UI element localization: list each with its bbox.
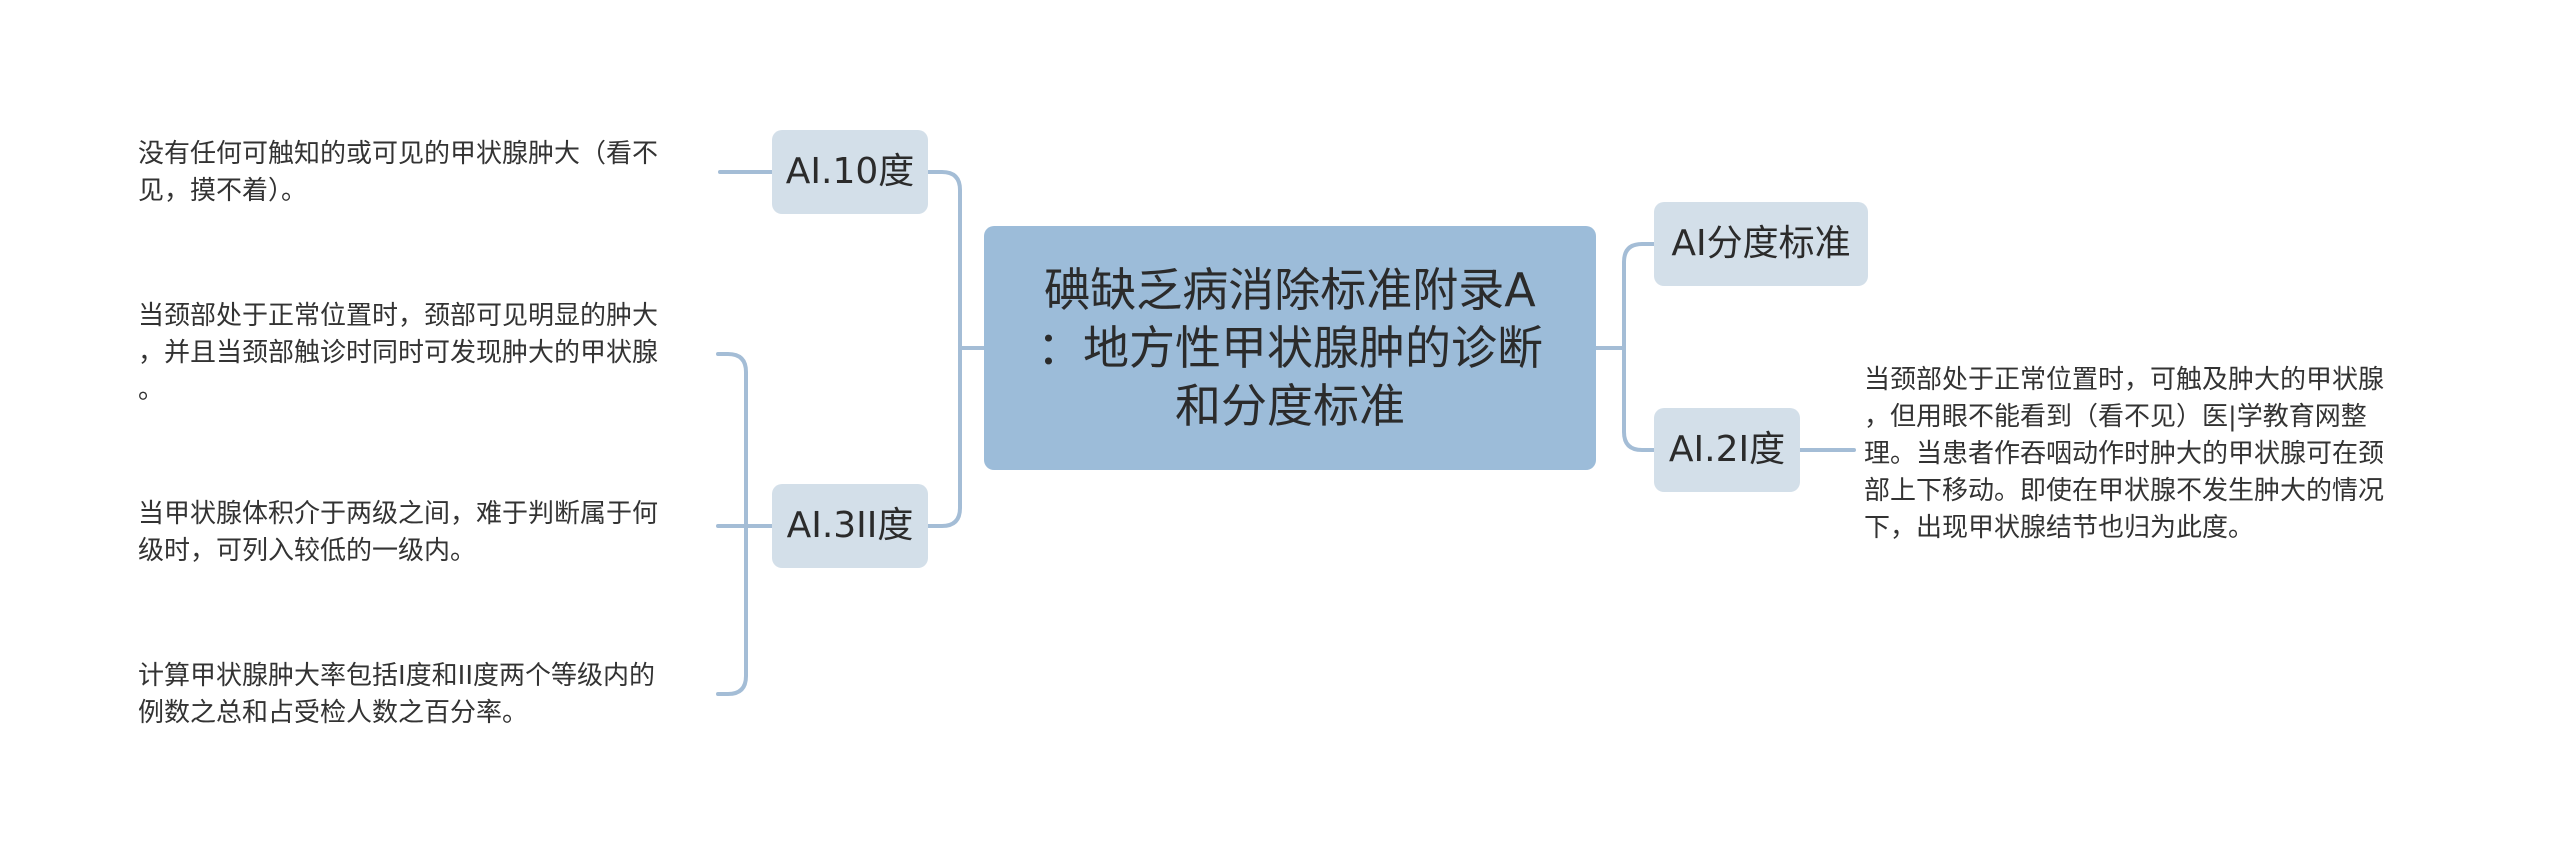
connector-root-to-a2	[1622, 346, 1656, 452]
root-label-line: 和分度标准	[1175, 379, 1405, 433]
connector-root-to-ai	[1594, 242, 1656, 350]
root-label: 碘缺乏病消除标准附录A ：地方性甲状腺肿的诊断 和分度标准	[1037, 261, 1543, 435]
branch-label: AI.3II度	[786, 505, 914, 546]
branch-label: AI分度标准	[1671, 223, 1851, 264]
leaf-node-a3-3[interactable]: 计算甲状腺肿大率包括I度和II度两个等级内的 例数之总和占受检人数之百分率。	[138, 658, 718, 732]
connector-root-to-a10	[926, 170, 986, 350]
leaf-line: 没有任何可触知的或可见的甲状腺肿大（看不	[138, 139, 659, 169]
leaf-node-a10-1[interactable]: 没有任何可触知的或可见的甲状腺肿大（看不 见，摸不着）。	[138, 136, 718, 210]
branch-label: AI.10度	[785, 151, 915, 192]
leaf-node-a2-1[interactable]: 当颈部处于正常位置时，可触及肿大的甲状腺 ，但用眼不能看到（看不见）医|学教育网…	[1864, 362, 2444, 547]
leaf-line: 计算甲状腺肿大率包括I度和II度两个等级内的	[138, 661, 656, 691]
leaf-line: 。	[138, 375, 165, 405]
root-label-line: 碘缺乏病消除标准附录A	[1044, 263, 1536, 317]
branch-node-a2[interactable]: AI.2I度	[1654, 408, 1800, 492]
branch-node-ai[interactable]: AI分度标准	[1654, 202, 1868, 286]
leaf-line: 级时，可列入较低的一级内。	[138, 536, 477, 566]
leaf-line: 当甲状腺体积介于两级之间，难于判断属于何	[138, 499, 659, 529]
branch-label: AI.2I度	[1668, 429, 1786, 470]
leaf-line: 当颈部处于正常位置时，可触及肿大的甲状腺	[1864, 365, 2385, 395]
connector-root-to-a3	[926, 346, 962, 528]
connector-a3-to-leaves	[716, 352, 774, 696]
leaf-node-a3-1[interactable]: 当颈部处于正常位置时，颈部可见明显的肿大 ，并且当颈部触诊时同时可发现肿大的甲状…	[138, 298, 718, 409]
leaf-node-a3-2[interactable]: 当甲状腺体积介于两级之间，难于判断属于何 级时，可列入较低的一级内。	[138, 496, 718, 570]
leaf-line: 理。当患者作吞咽动作时肿大的甲状腺可在颈	[1864, 439, 2385, 469]
leaf-line: ，并且当颈部触诊时同时可发现肿大的甲状腺	[138, 338, 659, 368]
leaf-line: 部上下移动。即使在甲状腺不发生肿大的情况	[1864, 476, 2385, 506]
branch-node-a3[interactable]: AI.3II度	[772, 484, 928, 568]
leaf-line: 当颈部处于正常位置时，颈部可见明显的肿大	[138, 301, 659, 331]
root-label-line: ：地方性甲状腺肿的诊断	[1037, 321, 1543, 375]
leaf-line: 下，出现甲状腺结节也归为此度。	[1864, 513, 2255, 543]
root-node[interactable]: 碘缺乏病消除标准附录A ：地方性甲状腺肿的诊断 和分度标准	[984, 226, 1596, 470]
leaf-line: ，但用眼不能看到（看不见）医|学教育网整	[1864, 402, 2367, 432]
branch-node-a10[interactable]: AI.10度	[772, 130, 928, 214]
leaf-line: 例数之总和占受检人数之百分率。	[138, 698, 529, 728]
leaf-line: 见，摸不着）。	[138, 176, 308, 206]
